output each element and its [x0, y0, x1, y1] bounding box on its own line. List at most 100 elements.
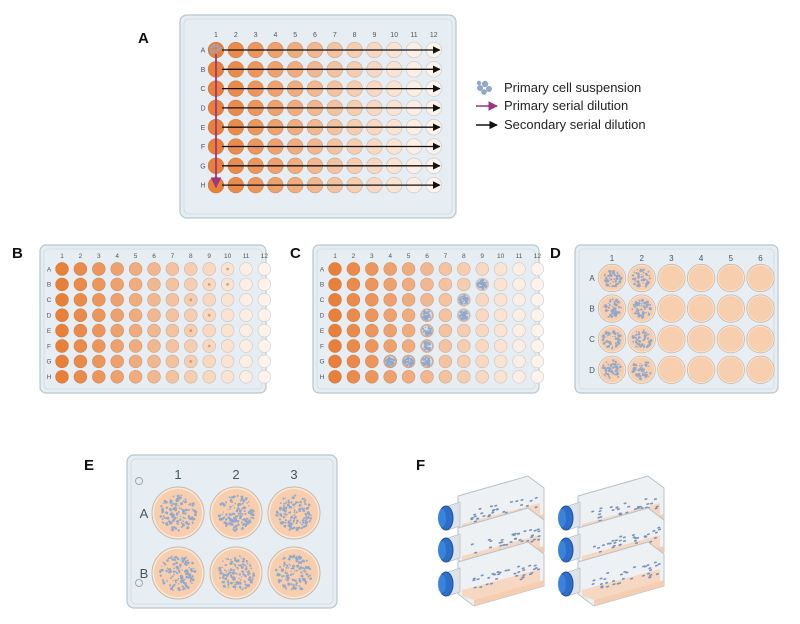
cell	[225, 574, 229, 577]
cell	[174, 570, 177, 573]
well	[688, 296, 714, 322]
cell	[288, 511, 292, 514]
cell	[608, 341, 611, 344]
column-label: 6	[152, 253, 156, 260]
cell	[171, 575, 174, 578]
cell	[635, 280, 638, 283]
well	[401, 308, 416, 322]
cell	[410, 361, 414, 365]
cell	[226, 523, 229, 526]
cell	[635, 345, 638, 348]
cell	[616, 371, 619, 373]
well	[110, 354, 124, 369]
cell	[610, 342, 612, 344]
cell	[292, 522, 294, 524]
cell	[238, 585, 242, 589]
cell	[476, 282, 480, 286]
cell	[385, 360, 388, 363]
cell	[489, 540, 493, 543]
cell	[228, 496, 231, 499]
cell-cluster	[422, 310, 431, 321]
cell	[288, 505, 292, 509]
cell	[641, 300, 643, 303]
cell	[642, 338, 645, 342]
column-label: 4	[388, 253, 392, 260]
well	[202, 323, 216, 338]
cell	[285, 564, 288, 567]
cell	[644, 278, 646, 281]
cell	[515, 574, 519, 577]
cell	[224, 564, 227, 567]
well	[748, 265, 773, 291]
cell-cluster	[422, 356, 431, 367]
cell	[608, 303, 611, 306]
well	[147, 262, 161, 276]
cell	[640, 308, 643, 311]
cell	[222, 511, 225, 513]
cell	[225, 514, 227, 517]
cell	[164, 500, 168, 504]
cell	[638, 331, 640, 334]
cell	[174, 579, 177, 582]
cell-cluster	[631, 329, 653, 349]
column-label: 7	[444, 253, 448, 260]
cell	[302, 525, 306, 528]
cell	[289, 519, 292, 522]
cell	[218, 518, 221, 521]
cell	[534, 567, 538, 570]
cell	[638, 304, 641, 307]
cell	[304, 580, 308, 584]
cell	[638, 299, 641, 302]
cell	[607, 274, 610, 278]
cell	[221, 513, 224, 516]
well	[346, 308, 361, 322]
cell	[175, 512, 178, 515]
well	[530, 370, 545, 384]
cell	[173, 567, 175, 570]
cell	[237, 503, 240, 507]
cell	[248, 576, 252, 579]
cell	[171, 558, 174, 561]
cell	[280, 514, 282, 516]
cell	[605, 375, 607, 377]
cell	[302, 509, 305, 512]
well	[365, 262, 379, 276]
cell	[466, 312, 469, 315]
cell	[290, 515, 294, 519]
cell	[537, 530, 541, 533]
cell	[608, 269, 611, 273]
cell	[191, 582, 193, 585]
column-label: 4	[115, 253, 119, 260]
cell	[251, 516, 255, 520]
cell	[190, 569, 193, 573]
cell	[238, 509, 242, 513]
cell	[614, 284, 618, 288]
cell	[192, 579, 195, 582]
well	[401, 323, 416, 338]
well	[220, 354, 235, 369]
cell	[236, 566, 239, 569]
cell	[644, 363, 647, 366]
cell	[292, 527, 295, 530]
well	[110, 293, 124, 307]
cell	[245, 566, 248, 568]
cell	[288, 528, 292, 531]
colony-dot	[189, 329, 193, 332]
cell	[473, 513, 477, 516]
cell	[285, 570, 287, 572]
cell	[648, 274, 651, 277]
cell	[209, 50, 213, 53]
cell	[234, 565, 237, 567]
cell	[218, 566, 222, 570]
well	[346, 277, 361, 292]
cell	[180, 575, 184, 579]
cell	[639, 374, 642, 378]
well	[239, 323, 253, 338]
column-label: 1	[60, 253, 64, 260]
cell	[291, 523, 294, 525]
cell	[614, 345, 617, 348]
row-label: E	[320, 328, 325, 335]
cell	[293, 570, 296, 572]
cell	[184, 517, 186, 520]
cell	[295, 555, 298, 559]
